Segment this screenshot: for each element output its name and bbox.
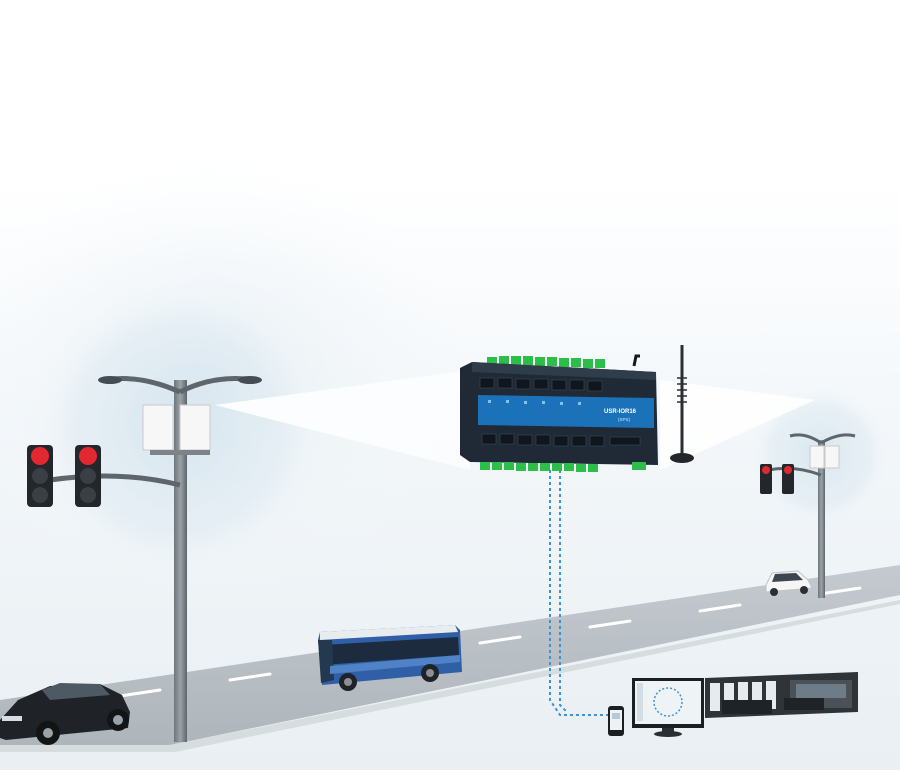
bus [318,625,462,691]
antenna-panel-right [179,404,211,451]
monitor [632,678,704,737]
control-room [705,672,858,718]
gsm-antenna [670,345,694,463]
right-street-pole [760,433,856,598]
beam-left [215,370,470,470]
white-car [765,570,813,596]
smartphone [608,706,624,736]
network-link-line [549,470,610,716]
bottom-terminals [480,462,646,472]
black-sedan [0,683,130,745]
beam-right [660,380,815,470]
antenna-panel-left [142,404,174,451]
top-terminals [487,356,605,368]
io-controller-device: USR-IOR16 (SPS) [460,354,658,472]
device-model-label: USR-IOR16 [604,409,637,415]
traffic-signal-left-2 [75,445,101,507]
traffic-signal-left-1 [27,445,53,507]
left-street-pole [49,376,262,742]
network-link-line-2 [559,470,568,713]
antenna-panel-right-pole [809,445,825,469]
device-sub-label: (SPS) [618,417,631,422]
